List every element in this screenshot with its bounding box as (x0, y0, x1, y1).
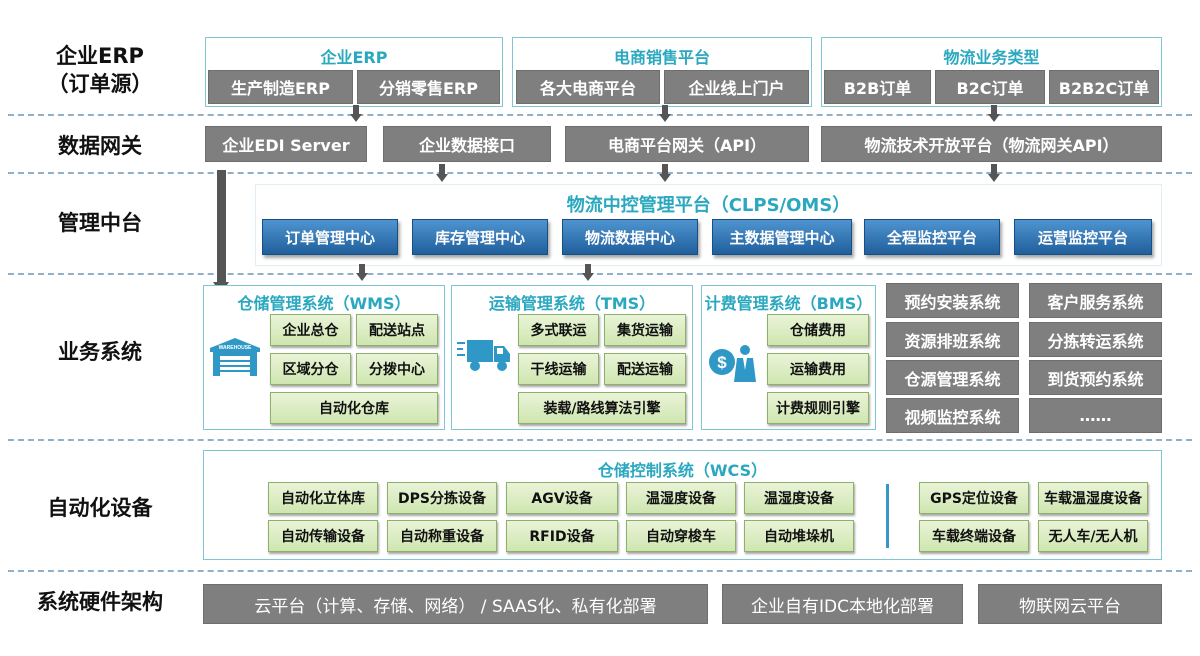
arrow (991, 164, 997, 174)
row-label-erp-sub: （订单源） (47, 72, 153, 96)
arrow-head (582, 273, 594, 281)
wms-item[interactable]: 企业总仓 (270, 314, 351, 346)
arrow (662, 105, 668, 115)
arrow (353, 105, 359, 115)
erp-item[interactable]: B2C订单 (935, 70, 1045, 104)
wms-item[interactable]: 分拨中心 (356, 353, 438, 385)
middle-platform-panel: 物流中控管理平台（CLPS/OMS） (255, 184, 1162, 266)
vehicle-device[interactable]: GPS定位设备 (919, 482, 1029, 514)
tms-item[interactable]: 干线运输 (518, 353, 599, 385)
wcs-device[interactable]: AGV设备 (506, 482, 618, 514)
wcs-device[interactable]: 温湿度设备 (744, 482, 854, 514)
row-label-business: 业务系统 (58, 340, 142, 364)
vehicle-device[interactable]: 车载终端设备 (919, 520, 1029, 552)
wms-item[interactable]: 配送站点 (356, 314, 438, 346)
middle-item[interactable]: 主数据管理中心 (712, 219, 852, 255)
arrow-head (659, 114, 671, 122)
panel-title: 企业ERP (320, 48, 388, 67)
arrow (991, 105, 997, 115)
arrow-head (436, 174, 448, 182)
wcs-device[interactable]: 自动传输设备 (268, 520, 378, 552)
long-arrow (217, 170, 226, 283)
vehicle-device[interactable]: 无人车/无人机 (1038, 520, 1148, 552)
panel-title: 物流业务类型 (943, 48, 1040, 67)
panel-title: 电商销售平台 (613, 48, 710, 67)
divider (8, 570, 1192, 572)
middle-item[interactable]: 订单管理中心 (262, 219, 398, 255)
vertical-separator (886, 484, 889, 548)
wms-item[interactable]: 区域分仓 (270, 353, 351, 385)
billing-icon: $ (709, 345, 756, 382)
other-system-item[interactable]: …… (1029, 398, 1162, 433)
arrow-head (988, 174, 1000, 182)
other-system-item[interactable]: 预约安装系统 (886, 283, 1019, 318)
row-label-hardware: 系统硬件架构 (37, 590, 163, 614)
middle-item[interactable]: 物流数据中心 (562, 219, 698, 255)
arrow (439, 164, 445, 174)
erp-item[interactable]: 各大电商平台 (516, 70, 660, 104)
wcs-device[interactable]: 自动穿梭车 (626, 520, 736, 552)
bms-item[interactable]: 计费规则引擎 (767, 392, 869, 424)
hardware-iot-cloud[interactable]: 物联网云平台 (978, 584, 1162, 624)
middle-item[interactable]: 运营监控平台 (1014, 219, 1152, 255)
divider (8, 439, 1192, 441)
arrow (359, 264, 365, 274)
warehouse-icon-text: WAREHOUSE (219, 345, 252, 351)
truck-icon (457, 340, 510, 371)
row-label-middle: 管理中台 (58, 211, 142, 235)
erp-item[interactable]: 分销零售ERP (357, 70, 500, 104)
divider (8, 114, 1192, 116)
bms-title: 计费管理系统（BMS） (704, 294, 873, 313)
other-system-item[interactable]: 客户服务系统 (1029, 283, 1162, 318)
middle-item[interactable]: 全程监控平台 (864, 219, 1000, 255)
row-label-erp: 企业ERP (56, 44, 144, 68)
bms-item[interactable]: 运输费用 (767, 353, 869, 385)
arrow-head (350, 114, 362, 122)
arrow (585, 264, 591, 274)
other-system-item[interactable]: 分拣转运系统 (1029, 322, 1162, 357)
divider (8, 273, 1192, 275)
bms-item[interactable]: 仓储费用 (767, 314, 869, 346)
erp-item[interactable]: B2B2C订单 (1049, 70, 1159, 104)
gateway-data-interface[interactable]: 企业数据接口 (383, 126, 551, 162)
divider (8, 172, 1192, 174)
arrow-head (356, 273, 368, 281)
tms-item[interactable]: 集货运输 (604, 314, 686, 346)
wcs-device[interactable]: 自动称重设备 (387, 520, 497, 552)
wms-item[interactable]: 自动化仓库 (270, 392, 438, 424)
wcs-device[interactable]: 自动堆垛机 (744, 520, 854, 552)
wcs-device[interactable]: 自动化立体库 (268, 482, 378, 514)
middle-platform-title: 物流中控管理平台（CLPS/OMS） (566, 195, 851, 216)
other-system-item[interactable]: 视频监控系统 (886, 398, 1019, 433)
wms-title: 仓储管理系统（WMS） (237, 294, 411, 313)
wcs-title: 仓储控制系统（WCS） (597, 461, 768, 480)
arrow-head (988, 114, 1000, 122)
wcs-device[interactable]: RFID设备 (506, 520, 618, 552)
wcs-device[interactable]: DPS分拣设备 (387, 482, 497, 514)
row-label-gateway: 数据网关 (58, 134, 142, 158)
hardware-idc[interactable]: 企业自有IDC本地化部署 (722, 584, 963, 624)
erp-item[interactable]: B2B订单 (824, 70, 931, 104)
tms-item[interactable]: 装载/路线算法引擎 (518, 392, 686, 424)
row-label-automation: 自动化设备 (47, 496, 153, 520)
erp-item[interactable]: 生产制造ERP (208, 70, 353, 104)
erp-item[interactable]: 企业线上门户 (664, 70, 809, 104)
warehouse-icon: WAREHOUSE (210, 338, 260, 376)
middle-item[interactable]: 库存管理中心 (412, 219, 548, 255)
arrow (662, 164, 668, 174)
gateway-ecommerce-api[interactable]: 电商平台网关（API） (565, 126, 809, 162)
tms-item[interactable]: 配送运输 (604, 353, 686, 385)
svg-text:$: $ (717, 353, 727, 372)
tms-item[interactable]: 多式联运 (518, 314, 599, 346)
other-system-item[interactable]: 到货预约系统 (1029, 360, 1162, 395)
vehicle-device[interactable]: 车载温湿度设备 (1038, 482, 1148, 514)
other-system-item[interactable]: 仓源管理系统 (886, 360, 1019, 395)
gateway-logistics-open-platform[interactable]: 物流技术开放平台（物流网关API） (821, 126, 1162, 162)
other-system-item[interactable]: 资源排班系统 (886, 322, 1019, 357)
arrow-head (659, 174, 671, 182)
hardware-cloud[interactable]: 云平台（计算、存储、网络） / SAAS化、私有化部署 (203, 584, 708, 624)
tms-title: 运输管理系统（TMS） (488, 294, 656, 313)
gateway-edi-server[interactable]: 企业EDI Server (205, 126, 367, 162)
wcs-device[interactable]: 温湿度设备 (626, 482, 736, 514)
